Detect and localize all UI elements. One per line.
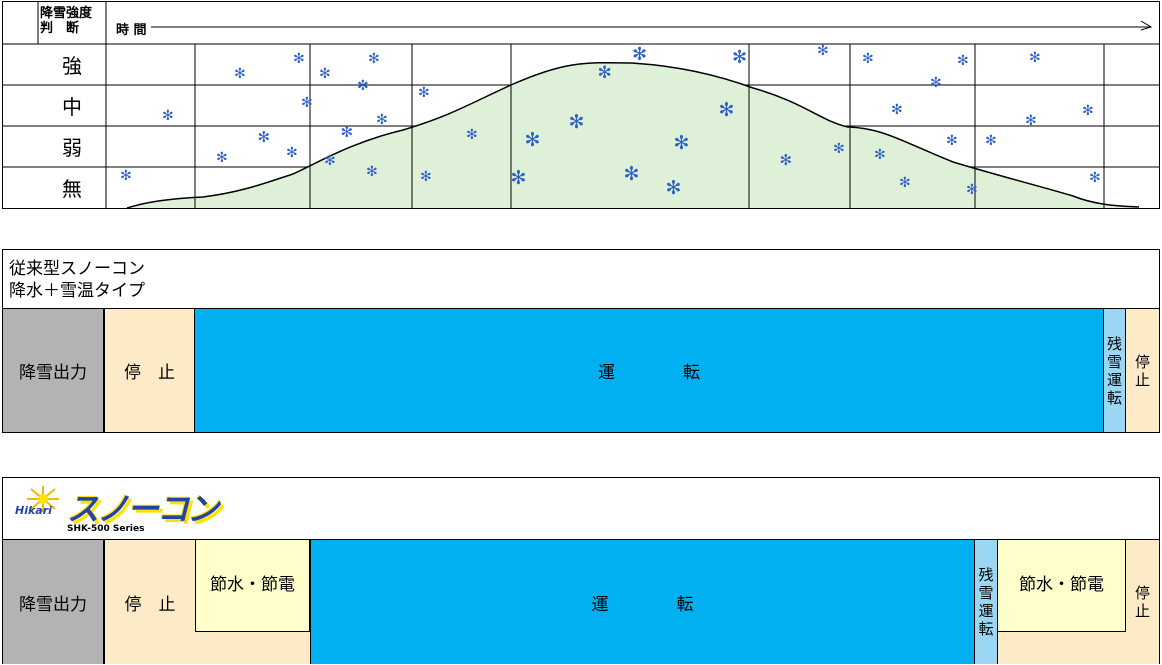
logo-brand-small: Hikari	[15, 504, 52, 517]
snowflake-icon: ✻	[301, 95, 313, 111]
snowflake-icon: ✻	[862, 51, 874, 67]
snowcon-save-start: 節水・節電	[195, 540, 310, 632]
snowflake-icon: ✻	[420, 169, 432, 185]
snow-intensity-chart: 降雪強度 判 断 時 間 強 中 弱 無 ✻✻✻✻✻✻✻✻✻✻✻✻✻✻✻✻✻✻✻…	[2, 1, 1160, 209]
snowflake-icon: ✻	[632, 44, 648, 65]
snowflake-icon: ✻	[957, 53, 969, 69]
snowflake-icon: ✻	[779, 150, 793, 169]
stop-char-2: 止	[1134, 602, 1150, 620]
residual-char-2: 雪	[1106, 352, 1122, 371]
conventional-title-line2: 降水＋雪温タイプ	[9, 281, 145, 301]
conventional-stop-end: 停 止	[1126, 309, 1159, 432]
intensity-label-line2: 判 断	[40, 21, 80, 36]
snowflake-icon: ✻	[162, 108, 174, 124]
snowflake-icon: ✻	[366, 164, 378, 180]
snowflake-icon: ✻	[257, 127, 271, 146]
residual-char-3: 運	[1106, 370, 1122, 389]
intensity-judgement-label: 降雪強度 判 断	[40, 6, 106, 36]
snowflake-icon: ✻	[891, 102, 903, 118]
logo-series: SHK-500 Series	[67, 524, 145, 534]
starburst-icon	[27, 486, 59, 512]
conventional-title-line1: 従来型スノーコン	[9, 259, 145, 279]
snowflake-icon: ✻	[833, 141, 845, 157]
intensity-curve-fill	[127, 62, 1139, 208]
snowflake-icon: ✻	[324, 153, 336, 169]
stop-char-1: 停	[1134, 584, 1150, 602]
residual-char-2: 雪	[978, 584, 994, 602]
snowflake-icon: ✻	[319, 66, 331, 82]
conventional-title: 従来型スノーコン 降水＋雪温タイプ	[9, 258, 145, 302]
snowflake-icon: ✻	[718, 98, 735, 121]
snowflake-icon: ✻	[568, 110, 585, 133]
snowflake-layer: ✻ ✻ ✻ ✻ ✻ ✻ ✻ ✻ ✻ ✻ ✻ ✻ ✻ ✻ ✻ ✻ ✻ ✻ ✻ ✻ ✻ ✻ ✻ ✻ ✻ ✻ ✻ ✻ ✻ ✻ ✻ ✻ ✻ ✻ ✻ ✻ ✻ ✻ ✻ ✻…	[3, 2, 1159, 208]
snowflake-icon: ✻	[1025, 113, 1037, 129]
conventional-bar: 降雪出力 停 止 運 転 残 雪 運 転 停 止	[3, 308, 1159, 432]
level-none: 無	[62, 177, 82, 201]
conventional-panel: 従来型スノーコン 降水＋雪温タイプ 降雪出力 停 止 運 転 残 雪 運 転 停…	[2, 249, 1160, 433]
vertical-gridlines	[194, 44, 1105, 208]
snowflake-icon: ✻	[597, 62, 612, 83]
snowflake-icon: ✻	[234, 66, 246, 82]
snowflake-icon: ✻	[930, 75, 942, 91]
snowflake-icon: ✻	[524, 128, 541, 151]
snowflake-icon: ✻	[293, 51, 305, 67]
snowcon-output-label: 降雪出力	[3, 540, 105, 664]
level-medium: 中	[62, 95, 82, 119]
residual-char-4: 転	[1106, 388, 1122, 407]
snowflake-icon: ✻	[817, 43, 829, 59]
snowflake-icon: ✻	[1082, 103, 1094, 119]
snowflake-icon: ✻	[623, 162, 640, 185]
snowflake-icon: ✻	[357, 78, 369, 94]
snowflake-icon: ✻	[985, 133, 997, 149]
snowcon-panel: Hikari スノーコン SHK-500 Series 降雪出力 停 止 節水・…	[2, 477, 1160, 664]
snowflake-icon: ✻	[376, 112, 388, 128]
residual-char-4: 転	[978, 620, 994, 638]
intensity-curve	[126, 61, 1140, 208]
snowflake-icon: ✻	[1089, 170, 1101, 186]
snowflake-icon: ✻	[340, 122, 354, 141]
time-label: 時 間	[116, 23, 147, 38]
snowcon-bar: 降雪出力 停 止 節水・節電 運 転 残 雪 運 転 節水・節電 停 止	[3, 539, 1159, 664]
snowflake-icon: ✻	[286, 145, 298, 161]
level-weak: 弱	[62, 136, 82, 160]
snowflake-icon: ✻	[946, 133, 958, 149]
conventional-stop-start: 停 止	[105, 309, 195, 432]
snowcon-save-end: 節水・節電	[998, 540, 1126, 632]
snowcon-logo: Hikari スノーコン SHK-500 Series	[11, 482, 221, 538]
stop-char-1: 停	[1134, 352, 1150, 371]
conventional-output-label: 降雪出力	[3, 309, 105, 432]
snowflake-icon: ✻	[899, 175, 911, 191]
snowflake-icon: ✻	[466, 127, 478, 143]
snowflake-icon: ✻	[510, 166, 527, 189]
snowflake-icon: ✻	[1029, 50, 1041, 66]
snowcon-stop-start: 停 止	[105, 540, 195, 664]
snowflake-icon: ✻	[418, 85, 430, 101]
snowflake-icon: ✻	[966, 182, 978, 198]
time-arrowhead	[1140, 20, 1153, 31]
residual-char-1: 残	[1106, 334, 1122, 353]
snowflake-icon: ✻	[665, 176, 682, 199]
residual-char-3: 運	[978, 602, 994, 620]
snowcon-save-start-fill	[195, 632, 310, 664]
snowcon-run: 運 転	[310, 540, 975, 664]
snowflake-icon: ✻	[120, 168, 132, 184]
snowflake-icon: ✻	[874, 147, 886, 163]
conventional-residual-run: 残 雪 運 転	[1104, 309, 1126, 432]
level-strong: 強	[62, 54, 82, 78]
stop-char-2: 止	[1134, 370, 1150, 389]
chart-grid	[3, 2, 1159, 208]
snowflake-icon: ✻	[732, 47, 748, 68]
snowcon-stop-end: 停 止	[1126, 540, 1159, 664]
intensity-label-line1: 降雪強度	[40, 6, 93, 21]
residual-char-1: 残	[978, 566, 994, 584]
logo-brand-main: スノーコン	[67, 490, 219, 528]
snowflake-icon: ✻	[216, 150, 228, 166]
conventional-run: 運 転	[195, 309, 1104, 432]
snowflake-icon: ✻	[673, 131, 690, 154]
snowflake-icon: ✻	[368, 51, 380, 67]
snowcon-residual-run: 残 雪 運 転	[975, 540, 998, 664]
